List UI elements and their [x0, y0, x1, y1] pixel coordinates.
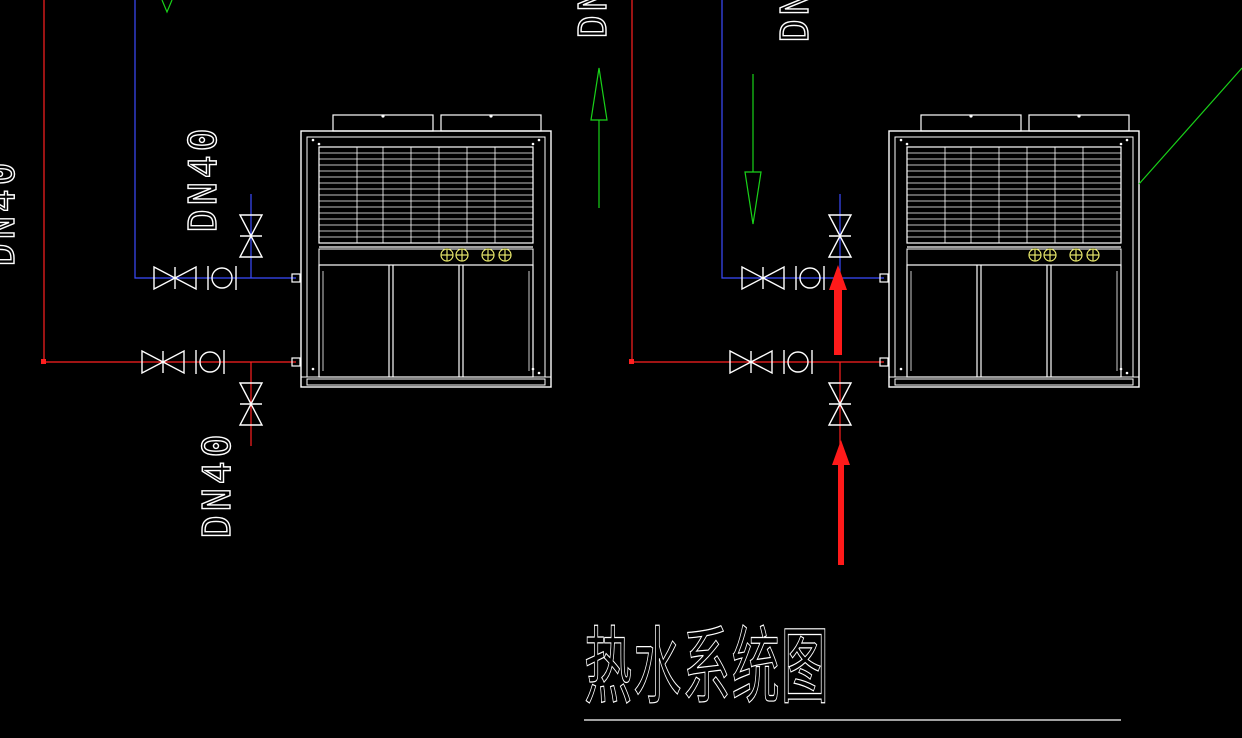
pipe-size-label: DN40	[0, 158, 23, 266]
red-callout-arrow	[832, 440, 850, 565]
red-callout-arrow	[829, 265, 847, 355]
flow-arrow-icon	[161, 0, 173, 14]
flow-arrow-icon	[590, 67, 608, 208]
left-heat-pump-system	[41, 0, 551, 446]
pipe-size-label: DN40	[181, 124, 225, 232]
right-heat-pump-unit	[889, 114, 1139, 387]
left-cold-water-pipe	[134, 0, 296, 279]
pipe-size-label: DN	[571, 0, 615, 38]
leader-line	[1138, 67, 1242, 185]
left-hot-water-pipe	[43, 0, 296, 363]
flow-arrow-icon	[744, 74, 762, 225]
drawing-title: 热水系统图	[584, 618, 830, 716]
pipe-size-label: DN	[773, 0, 817, 42]
left-heat-pump-unit	[301, 114, 551, 387]
right-hot-water-pipe	[631, 0, 884, 363]
pipe-size-label: DN40	[195, 430, 239, 538]
right-heat-pump-system	[629, 0, 1242, 446]
right-cold-water-pipe	[721, 0, 884, 279]
